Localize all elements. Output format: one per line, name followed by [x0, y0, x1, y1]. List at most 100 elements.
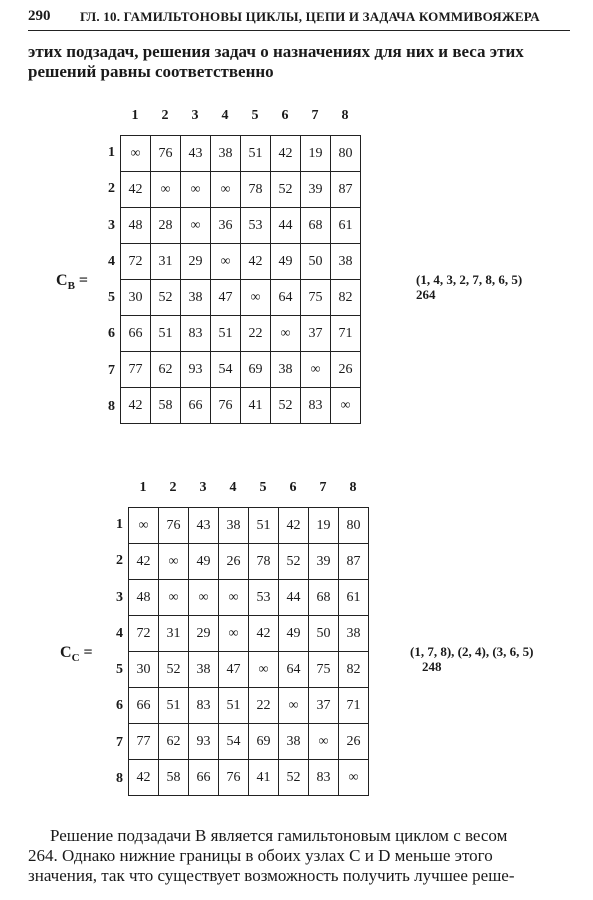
- matrix-cell: 39: [300, 171, 331, 208]
- matrix-cell: 38: [218, 507, 249, 544]
- matrix-cell: 83: [188, 687, 219, 724]
- matrix-cell: 42: [270, 135, 301, 172]
- matrix-cell: 71: [338, 687, 369, 724]
- running-head-title: ГЛ. 10. ГАМИЛЬТОНОВЫ ЦИКЛЫ, ЦЕПИ И ЗАДАЧ…: [80, 9, 540, 24]
- matrix-cell: 42: [240, 243, 271, 280]
- matrix-cell: 50: [300, 243, 331, 280]
- matrix-cell: 38: [338, 615, 369, 652]
- matrix-cell: 76: [218, 759, 249, 796]
- closing-line: 264. Однако нижние границы в обоих узлах…: [28, 846, 493, 865]
- matrix-cell: ∞: [128, 507, 159, 544]
- matrix-cell: 83: [308, 759, 339, 796]
- matrix-cell: 26: [338, 723, 369, 760]
- matrix-cell: ∞: [210, 243, 241, 280]
- closing-line: значения, так что существует возможность…: [28, 866, 515, 885]
- matrix-cell: 48: [128, 579, 159, 616]
- row-header: 5: [108, 290, 115, 305]
- matrix-b-label: CB =: [56, 272, 89, 293]
- matrix-cell: 75: [300, 279, 331, 316]
- matrix-b-result: (1, 4, 3, 2, 7, 8, 6, 5) 264: [416, 272, 522, 302]
- matrix-cell: 77: [120, 351, 151, 388]
- closing-paragraph: Решение подзадачи B является гамильтонов…: [28, 826, 570, 886]
- row-header: 2: [108, 181, 115, 197]
- matrix-cell: 37: [300, 315, 331, 352]
- row-header: 3: [108, 217, 115, 233]
- matrix-cell: 43: [180, 135, 211, 172]
- column-header: 4: [229, 480, 237, 495]
- matrix-cell: 39: [308, 543, 339, 580]
- column-header: 2: [161, 108, 169, 123]
- matrix-cell: 69: [248, 723, 279, 760]
- matrix-cell: 19: [308, 507, 339, 544]
- row-header: 7: [116, 734, 123, 750]
- matrix-b-row-headers: 1 2 3 4 5 6 7 8: [101, 135, 115, 425]
- matrix-cell: 52: [278, 759, 309, 796]
- matrix-cell: 58: [150, 387, 181, 424]
- matrix-cell: 44: [270, 207, 301, 244]
- matrix-cell: ∞: [120, 135, 151, 172]
- matrix-cell: 61: [338, 579, 369, 616]
- row-header: 8: [116, 770, 123, 786]
- matrix-cell: 83: [180, 315, 211, 352]
- matrix-cell: 48: [120, 207, 151, 244]
- matrix-cell: 54: [210, 351, 241, 388]
- matrix-cell: 38: [270, 351, 301, 388]
- matrix-c-row-headers: 1 2 3 4 5 6 7 8: [109, 507, 123, 797]
- matrix-cell: ∞: [338, 759, 369, 796]
- matrix-cell: 51: [240, 135, 271, 172]
- matrix-cell: 41: [248, 759, 279, 796]
- matrix-cell: 71: [330, 315, 361, 352]
- matrix-cell: ∞: [270, 315, 301, 352]
- row-header: 1: [116, 517, 123, 532]
- assignment-solution: (1, 7, 8), (2, 4), (3, 6, 5): [410, 644, 534, 659]
- matrix-cell: 53: [248, 579, 279, 616]
- matrix-cell: 62: [158, 723, 189, 760]
- matrix-cell: 77: [128, 723, 159, 760]
- matrix-cell: 62: [150, 351, 181, 388]
- row-header: 1: [108, 145, 115, 160]
- solution-weight: 264: [416, 287, 436, 302]
- matrix-cell: 30: [128, 651, 159, 688]
- matrix-cell: 51: [248, 507, 279, 544]
- matrix-cell: ∞: [150, 171, 181, 208]
- matrix-cell: 66: [128, 687, 159, 724]
- row-header: 4: [116, 625, 123, 641]
- column-header: 5: [251, 108, 259, 123]
- column-header: 3: [191, 108, 199, 123]
- matrix-cell: 78: [240, 171, 271, 208]
- matrix-cell: ∞: [180, 207, 211, 244]
- running-header: 290 ГЛ. 10. ГАМИЛЬТОНОВЫ ЦИКЛЫ, ЦЕПИ И З…: [28, 8, 570, 31]
- matrix-cell: 51: [210, 315, 241, 352]
- row-header: 2: [116, 553, 123, 569]
- matrix-cell: ∞: [158, 579, 189, 616]
- column-header: 1: [139, 480, 147, 495]
- matrix-cell: 29: [180, 243, 211, 280]
- matrix-cell: 49: [270, 243, 301, 280]
- matrix-cell: 72: [128, 615, 159, 652]
- matrix-cell: 93: [188, 723, 219, 760]
- matrix-cell: 82: [338, 651, 369, 688]
- column-header: 7: [319, 480, 327, 495]
- matrix-cell: 51: [150, 315, 181, 352]
- column-header: 5: [259, 480, 267, 495]
- matrix-cell: 38: [180, 279, 211, 316]
- column-header: 1: [131, 108, 139, 123]
- matrix-cell: 66: [188, 759, 219, 796]
- matrix-cell: ∞: [308, 723, 339, 760]
- matrix-cell: 54: [218, 723, 249, 760]
- matrix-cell: 42: [248, 615, 279, 652]
- matrix-cell: 76: [150, 135, 181, 172]
- column-header: 7: [311, 108, 319, 123]
- row-header: 7: [108, 362, 115, 378]
- matrix-cell: 82: [330, 279, 361, 316]
- matrix-cell: 51: [218, 687, 249, 724]
- row-header: 4: [108, 253, 115, 269]
